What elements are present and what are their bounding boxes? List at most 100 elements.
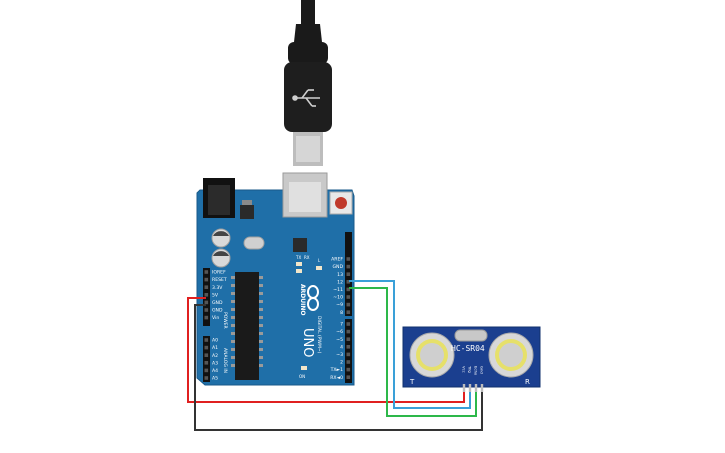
digital-pin-socket-5[interactable]	[346, 337, 351, 341]
wires	[187, 280, 483, 431]
digital-pin-socket-aref[interactable]	[346, 257, 351, 261]
digital-pin-label-10: ~10	[333, 295, 343, 301]
digital-pin-socket-tx1[interactable]	[346, 367, 351, 372]
digital-pin-socket-11[interactable]	[346, 287, 351, 292]
transmitter-transducer	[409, 332, 455, 378]
receiver-transducer	[488, 332, 534, 378]
sensor-pin-vcc[interactable]	[462, 384, 466, 392]
model-label: UNO	[300, 328, 315, 357]
digital-pin-label-4: 4	[340, 344, 343, 350]
digital-pin-label-gnd: GND	[332, 264, 343, 270]
digital-header-lower	[345, 319, 352, 383]
analog-pin-socket-a0[interactable]	[204, 338, 209, 342]
digital-pin-socket-6[interactable]	[346, 329, 351, 334]
analog-pin-socket-a5[interactable]	[204, 376, 209, 380]
crystal-oscillator	[243, 236, 265, 250]
digital-pin-socket-8[interactable]	[346, 310, 351, 314]
power-pin-socket-vin[interactable]	[204, 315, 209, 320]
digital-pin-label-6: ~6	[336, 329, 343, 335]
power-pin-label-gnd: GND	[212, 300, 223, 306]
digital-pin-label-5: ~5	[336, 337, 343, 343]
digital-pin-socket-4[interactable]	[346, 345, 351, 349]
sensor-pin-trig[interactable]	[468, 384, 472, 392]
digital-pin-label-rx0: RX◄0	[330, 375, 343, 381]
analog-pin-socket-a3[interactable]	[204, 361, 209, 365]
analog-group-label: ANALOG IN	[222, 348, 228, 373]
power-pin-socket-reset[interactable]	[204, 277, 209, 282]
power-header	[203, 268, 210, 326]
rx-label: RX	[304, 255, 310, 260]
usb-controller-chip	[293, 238, 307, 252]
analog-pin-label-a4: A4	[212, 368, 218, 374]
power-pin-label-5v: 5V	[212, 292, 219, 298]
digital-pin-label-2: 2	[340, 360, 343, 366]
l-led	[316, 266, 322, 270]
digital-pin-label-13: 13	[337, 272, 343, 278]
on-led	[301, 366, 307, 370]
digital-pin-label-11: ~11	[333, 287, 343, 293]
analog-pin-label-a1: A1	[212, 345, 218, 351]
power-pin-socket-gnd[interactable]	[204, 308, 209, 312]
digital-pin-label-tx1: TX►1	[330, 367, 343, 373]
vcc-wire[interactable]	[187, 297, 465, 403]
sensor-pin-gnd[interactable]	[480, 384, 484, 392]
analog-pin-label-a5: A5	[212, 376, 218, 382]
analog-pin-label-a3: A3	[212, 360, 218, 366]
arduino-uno-board[interactable]: TX RX L ON ARDUINO UNO IOREFRESET3.3V5VG…	[196, 172, 355, 386]
usb-icon	[292, 89, 320, 107]
reset-button-cap[interactable]	[335, 197, 347, 209]
analog-pin-label-a0: A0	[212, 338, 218, 344]
atmega-chip	[235, 272, 259, 380]
echo-wire[interactable]	[349, 287, 477, 417]
analog-pin-socket-a1[interactable]	[204, 345, 209, 350]
power-pin-label-33v: 3.3V	[212, 285, 223, 291]
sensor-pin-echo[interactable]	[474, 384, 478, 392]
sensor-pin-label-vcc: Vcc	[462, 366, 467, 373]
tx-label: TX	[295, 255, 301, 260]
voltage-regulator	[240, 205, 254, 219]
digital-pin-socket-9[interactable]	[346, 302, 351, 307]
rx-led	[296, 269, 302, 273]
digital-pin-socket-13[interactable]	[346, 272, 351, 276]
usb-cable[interactable]	[284, 0, 332, 166]
digital-pin-socket-12[interactable]	[346, 280, 351, 284]
digital-pin-socket-2[interactable]	[346, 360, 351, 364]
analog-pin-socket-a4[interactable]	[204, 368, 209, 373]
power-pin-socket-ioref[interactable]	[204, 270, 209, 274]
brand-label: ARDUINO	[299, 284, 306, 315]
digital-pin-socket-7[interactable]	[346, 322, 351, 326]
sensor-pin-label-trig: Trig	[468, 365, 473, 373]
l-label: L	[318, 258, 321, 263]
power-pin-socket-33v[interactable]	[204, 285, 209, 289]
power-pin-label-gnd: GND	[212, 308, 223, 314]
digital-pin-socket-gnd[interactable]	[346, 264, 351, 269]
power-pin-socket-gnd[interactable]	[204, 300, 209, 305]
gnd-wire[interactable]	[194, 304, 483, 431]
analog-pin-label-a2: A2	[212, 353, 218, 359]
tx-led	[296, 262, 302, 266]
power-group-label: POWER	[222, 312, 228, 329]
power-pin-label-reset: RESET	[212, 277, 227, 283]
sensor-pin-label-echo: Echo	[474, 366, 479, 376]
power-pin-socket-5v[interactable]	[204, 293, 209, 297]
receiver-label: R	[525, 378, 530, 386]
digital-pin-label-3: ~3	[336, 352, 343, 358]
analog-pin-socket-a2[interactable]	[204, 353, 209, 357]
digital-pin-label-7: 7	[340, 322, 343, 328]
digital-pin-label-9: ~9	[336, 302, 343, 308]
on-label: ON	[299, 374, 305, 379]
digital-pin-socket-3[interactable]	[346, 352, 351, 357]
digital-group-label: DIGITAL (PWM~)	[316, 316, 322, 354]
digital-pin-label-8: 8	[340, 310, 343, 316]
trig-wire[interactable]	[349, 280, 471, 409]
power-pin-label-vin: Vin	[212, 315, 219, 321]
sensor-crystal	[454, 329, 488, 342]
digital-pin-socket-rx0[interactable]	[346, 375, 351, 379]
analog-header	[203, 336, 210, 382]
sensor-model-label: HC-SR04	[451, 344, 485, 353]
digital-pin-socket-10[interactable]	[346, 295, 351, 299]
